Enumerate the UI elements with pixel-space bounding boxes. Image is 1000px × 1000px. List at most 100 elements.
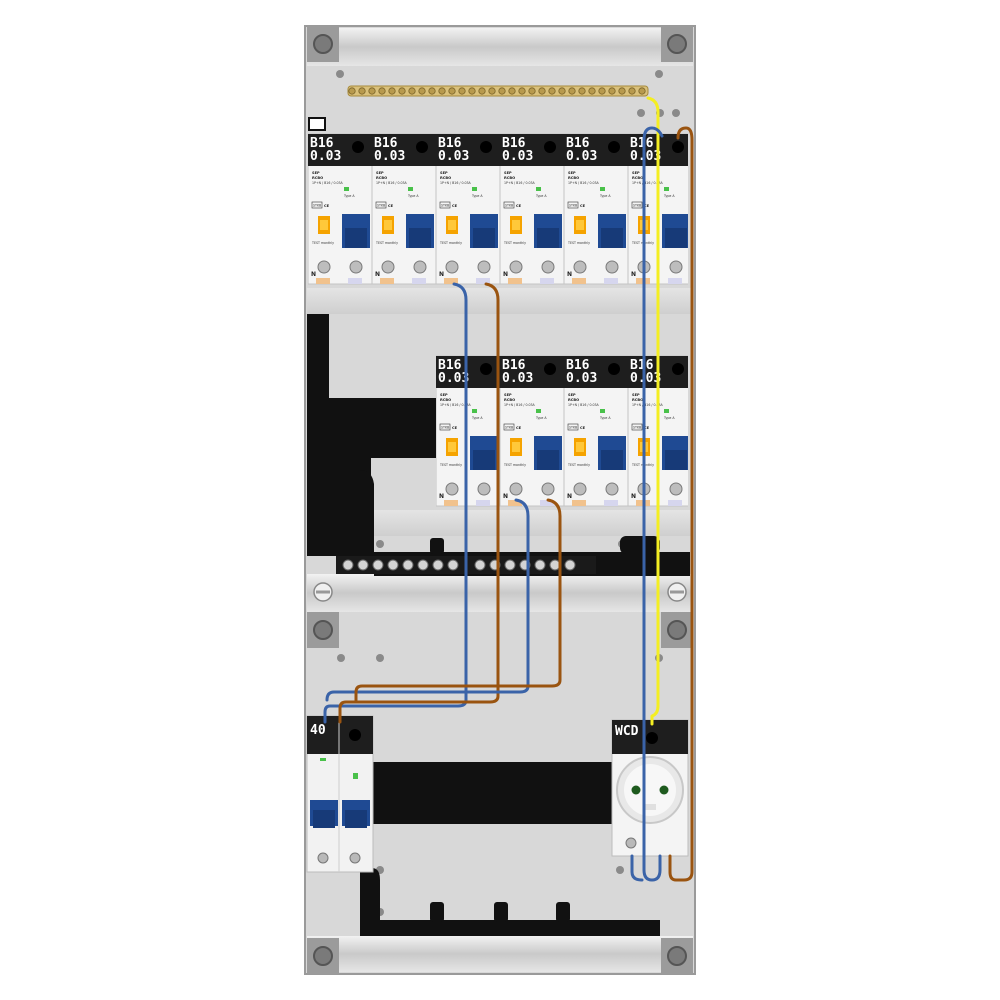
terminal-stud [368,87,376,95]
terminal-stud [458,87,466,95]
terminal-stud [488,87,496,95]
mount-bottom-left [307,938,339,974]
rcbo-type: Type A [535,416,547,420]
neutral-marker: N [567,493,572,500]
rcbo-model: RCBO [504,176,515,180]
rcbo-type: Type A [599,416,611,420]
rcbo-spec: 1P+N / B16 / 0.03A [632,181,664,185]
earth-terminal-bar [347,85,649,97]
rcbo-badge: STKB [505,426,513,430]
terminal-stud [628,87,636,95]
neutral-marker: N [503,271,508,278]
main-switch[interactable]: 40 [306,715,374,873]
rcbo-badge: STKB [505,204,513,208]
rcbo-type: Type A [663,416,675,420]
socket-pin-hole-right [659,785,669,795]
wall-socket-module[interactable]: WCD [611,719,689,857]
rcbo-footer: TEST monthly [567,241,590,245]
neutral-marker: N [567,271,572,278]
terminal-stud [448,87,456,95]
terminal-stud [348,87,356,95]
rcbo-footer: TEST monthly [439,241,462,245]
main-switch-label: 40 [310,723,326,738]
wire-blue-2 [325,498,530,702]
rcbo-ce-mark: CE [452,204,458,208]
rcbo-badge: STKB [633,426,641,430]
rcbo-rating-label: B16 [374,136,398,151]
rcbo-sensitivity-label: 0.03 [438,371,469,386]
terminal-stud [418,87,426,95]
rcbo-spec: 1P+N / B16 / 0.03A [632,403,664,407]
rcbo-badge: STKB [377,204,385,208]
terminal-stud [408,87,416,95]
rcbo-rating-label: B16 [630,136,654,151]
rcbo-brand: SEP [440,171,448,175]
rcbo-ce-mark: CE [452,426,458,430]
rcbo-footer: TEST monthly [503,463,526,467]
wire-brown-1 [338,282,500,724]
rcbo-model: RCBO [568,176,579,180]
terminal-stud [498,87,506,95]
rcbo-spec: 1P+N / B16 / 0.03A [440,181,472,185]
terminal-stud [398,87,406,95]
neutral-marker: N [375,271,380,278]
terminal-stud [372,559,384,571]
rcbo-model: RCBO [312,176,323,180]
rcbo-rating-label: B16 [438,136,462,151]
rcbo-type: Type A [471,194,483,198]
rcbo-spec: 1P+N / B16 / 0.03A [568,181,600,185]
rcbo-type: Type A [599,194,611,198]
rcbo-type: Type A [663,194,675,198]
rcbo-ce-mark: CE [516,204,522,208]
rcbo-footer: TEST monthly [567,463,590,467]
terminal-stud [432,559,444,571]
rcbo-badge: STKB [313,204,321,208]
terminal-stud [402,559,414,571]
terminal-stud [387,559,399,571]
rcbo-rating-label: B16 [310,136,334,151]
wire-blue-socket [642,126,664,882]
rcbo-spec: 1P+N / B16 / 0.03A [504,181,536,185]
terminal-stud [428,87,436,95]
neutral-marker: N [503,493,508,500]
rcbo-badge: STKB [569,426,577,430]
rcbo-model: RCBO [376,176,387,180]
rcbo-model: RCBO [440,176,451,180]
mount-top-left [307,26,339,62]
rcbo-ce-mark: CE [324,204,330,208]
mount-top-right [661,26,693,62]
rcbo-sensitivity-label: 0.03 [566,371,597,386]
rcbo-model: RCBO [504,398,515,402]
rcbo-spec: 1P+N / B16 / 0.03A [568,403,600,407]
terminal-stud [438,87,446,95]
mount-mid-right [661,612,693,648]
rcbo-rating-label: B16 [566,136,590,151]
rcbo-badge: STKB [441,426,449,430]
cover-screw-mid-right [667,582,687,602]
terminal-stud [504,559,516,571]
socket-pin-hole-left [631,785,641,795]
rcbo-ce-mark: CE [644,426,650,430]
rcbo-badge: STKB [441,204,449,208]
terminal-stud [578,87,586,95]
rcbo-sensitivity-label: 0.03 [310,149,341,164]
rcbo-brand: SEP [568,171,576,175]
rcbo-brand: SEP [440,393,448,397]
row-strip-1 [307,288,693,314]
rcbo-footer: TEST monthly [375,241,398,245]
terminal-stud [598,87,606,95]
rcbo-footer: TEST monthly [311,241,334,245]
wire-brown-socket [668,126,694,882]
rcbo-ce-mark: CE [388,204,394,208]
